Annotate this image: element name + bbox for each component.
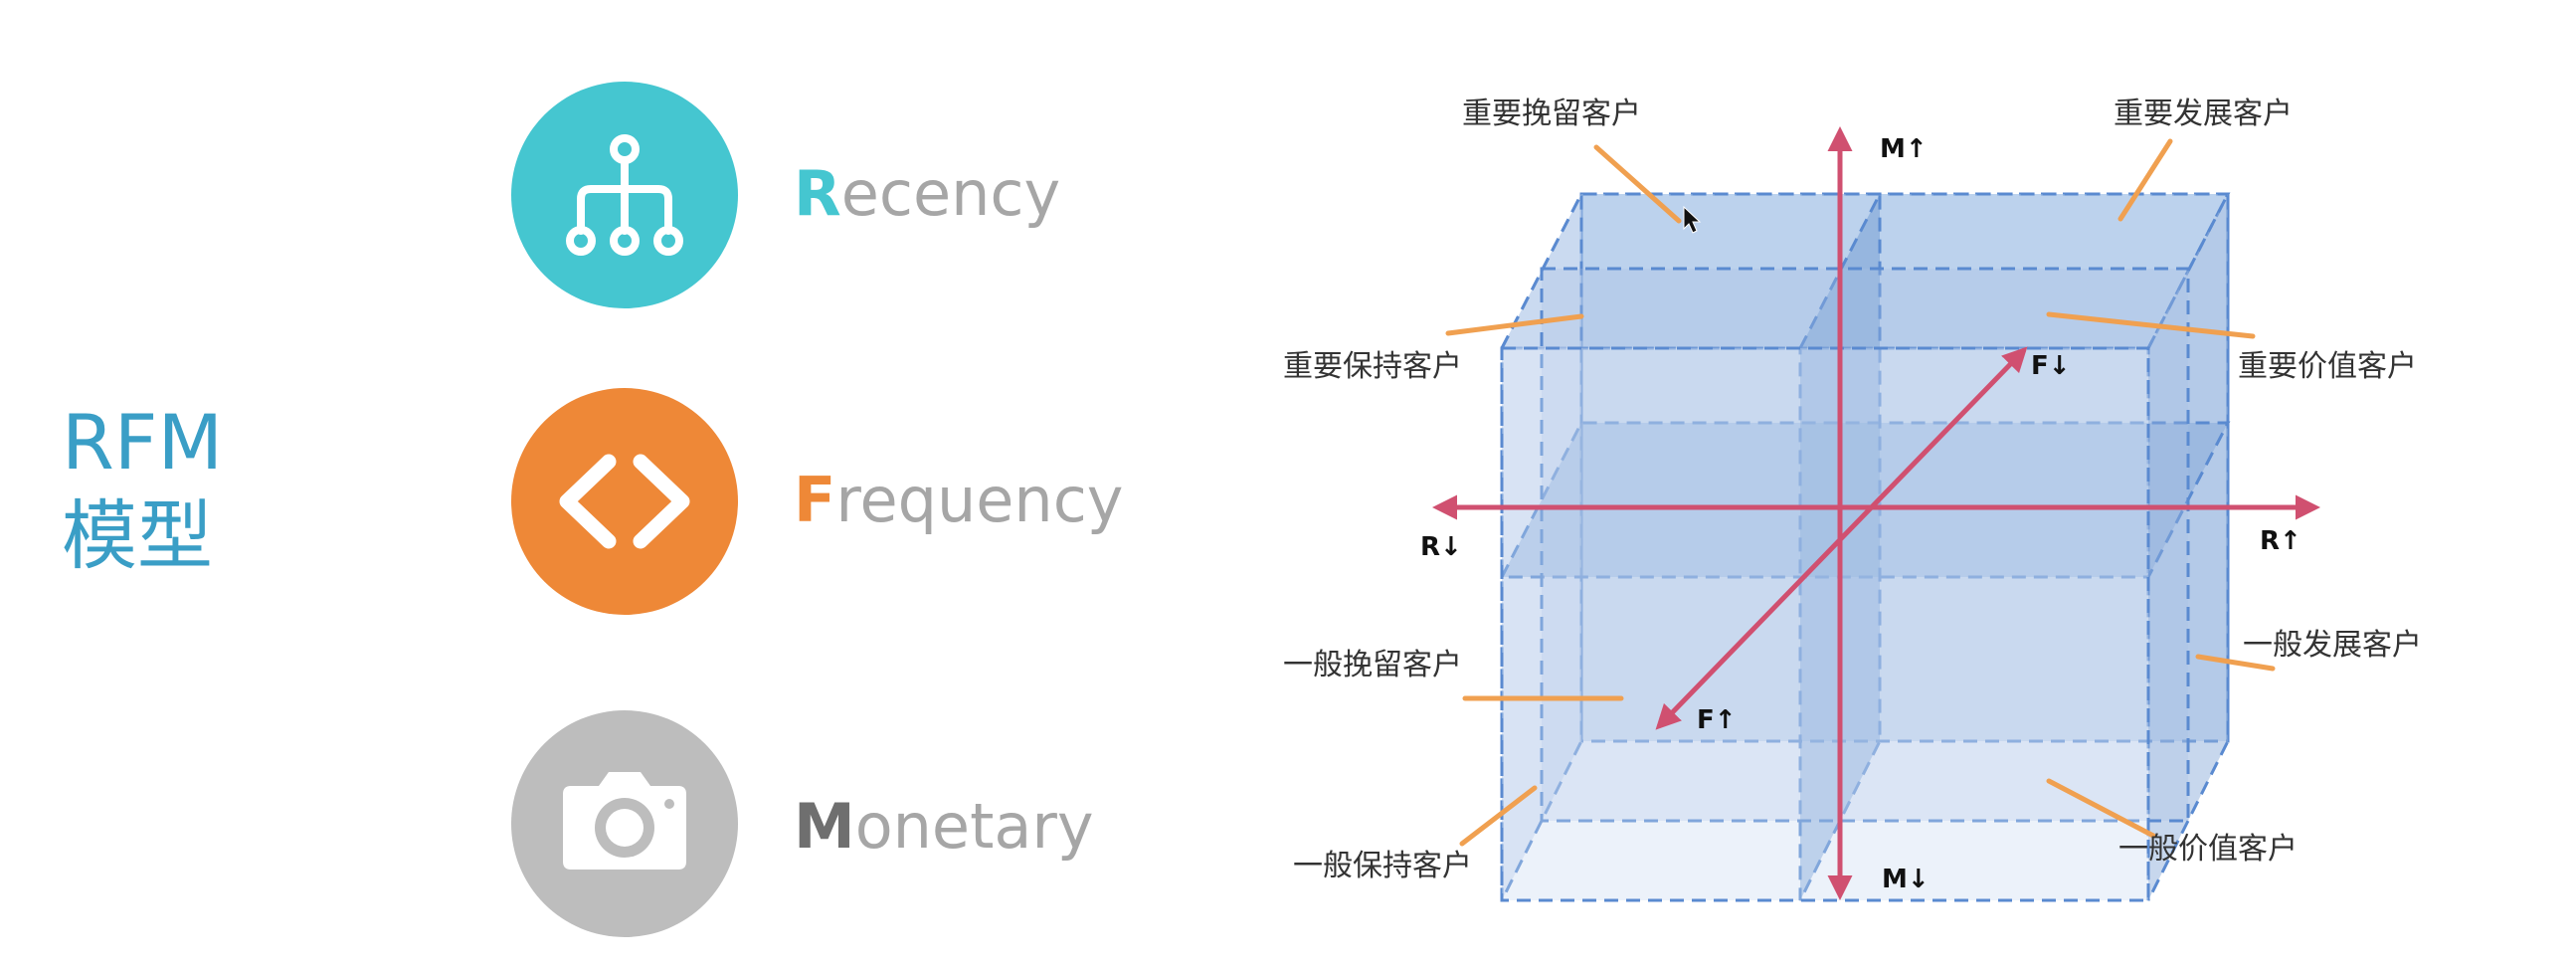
label-important-value: 重要价值客户 bbox=[2238, 349, 2417, 384]
label-general-keep: 一般保持客户 bbox=[1293, 849, 1472, 883]
f-up-label: F↑ bbox=[1697, 705, 1737, 735]
cube-left-face bbox=[1500, 193, 1583, 901]
label-important-keep: 重要保持客户 bbox=[1283, 349, 1462, 384]
label-general-value: 一般价值客户 bbox=[2118, 832, 2298, 867]
f-axis bbox=[1655, 346, 2028, 730]
slide-title-line2: 模型 bbox=[62, 491, 213, 580]
leader-important-keep bbox=[1445, 313, 1584, 336]
leader-important-value bbox=[2046, 311, 2256, 339]
recency-rest: ecency bbox=[840, 157, 1061, 230]
label-general-develop: 一般发展客户 bbox=[2243, 628, 2422, 663]
cube-front-face bbox=[1500, 346, 2150, 902]
m-up-label: M↑ bbox=[1880, 134, 1928, 164]
label-important-retain: 重要挽留客户 bbox=[1462, 97, 1641, 131]
monetary-label: Monetary bbox=[794, 796, 1094, 858]
frequency-rest: requency bbox=[835, 464, 1124, 536]
f-down-label: F↓ bbox=[2031, 351, 2071, 381]
label-general-retain: 一般挽留客户 bbox=[1283, 648, 1462, 682]
m-down-label: M↓ bbox=[1882, 865, 1930, 894]
leader-general-develop bbox=[2195, 654, 2276, 672]
monetary-initial: M bbox=[794, 790, 855, 863]
leader-general-value bbox=[2046, 778, 2156, 839]
slide-title: RFM 模型 bbox=[62, 396, 261, 583]
frequency-badge bbox=[511, 388, 738, 615]
frequency-initial: F bbox=[794, 464, 836, 536]
monetary-badge bbox=[511, 710, 738, 937]
recency-label: Recency bbox=[794, 163, 1060, 225]
mouse-cursor-icon bbox=[1683, 205, 1702, 234]
camera-icon bbox=[563, 772, 686, 870]
rfm-cube-diagram: M↑ M↓ R↓ R↑ F↓ F↑ 重要挽留客户 重要发展客户 重要保持客 bbox=[1273, 80, 2467, 935]
leader-important-retain bbox=[1593, 144, 1682, 224]
rfm-cube-svg: M↑ M↓ R↓ R↑ F↓ F↑ 重要挽留客户 重要发展客户 重要保持客 bbox=[1283, 97, 2422, 902]
leader-important-develop bbox=[2117, 138, 2173, 222]
leader-general-keep bbox=[1459, 785, 1538, 847]
recency-initial: R bbox=[794, 157, 841, 230]
hierarchy-icon bbox=[566, 134, 683, 256]
slide-title-line1: RFM bbox=[62, 398, 224, 486]
recency-badge bbox=[511, 82, 738, 308]
leader-lines bbox=[1445, 138, 2276, 847]
monetary-rest: onetary bbox=[854, 790, 1094, 863]
code-brackets-icon bbox=[559, 454, 690, 549]
r-down-label: R↓ bbox=[1420, 532, 1462, 562]
label-important-develop: 重要发展客户 bbox=[2114, 97, 2293, 131]
frequency-label: Frequency bbox=[794, 470, 1124, 531]
r-up-label: R↑ bbox=[2260, 526, 2301, 556]
